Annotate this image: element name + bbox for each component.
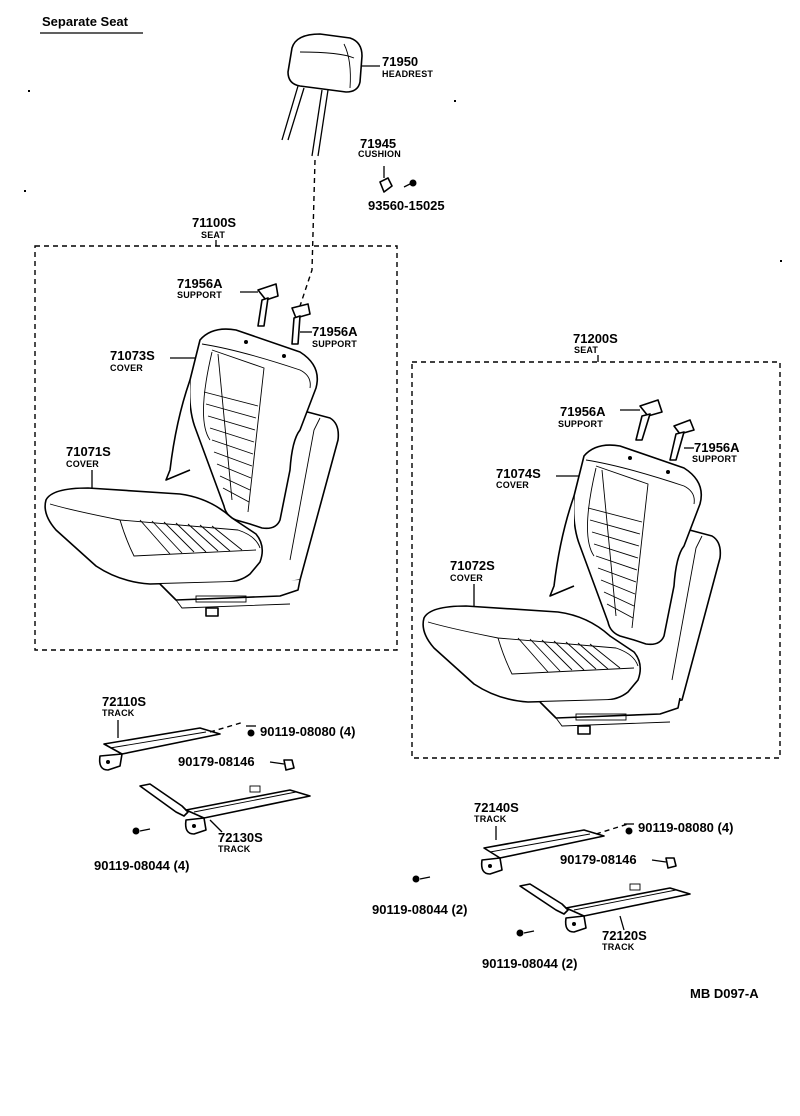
seat-right-group-box (411, 361, 781, 759)
support-right-a-number: 71956A (560, 404, 606, 419)
bolt-right-lower-drawing (516, 929, 535, 937)
dash-bolt-right-upper (595, 823, 629, 835)
cover-right-cushion-number: 71072S (450, 558, 495, 573)
support-left-b-number: 71956A (312, 324, 358, 339)
seat-right-number: 71200S (573, 331, 618, 346)
track-72120-drawing (519, 883, 691, 933)
bolt-right-upper-number: 90119-08080 (4) (638, 820, 733, 835)
cover-right-back-name: COVER (496, 480, 529, 490)
headrest-drawing (281, 33, 363, 157)
seat-right-drawing (422, 444, 722, 735)
track-72110-name: TRACK (102, 708, 135, 718)
screw-93560-number: 93560-15025 (368, 198, 445, 213)
leader-track-72120 (619, 915, 625, 931)
headrest-number: 71950 (382, 54, 418, 69)
diagram-code: MB D097-A (690, 986, 759, 1001)
track-72130-drawing (139, 783, 311, 835)
track-72120-name: TRACK (602, 942, 635, 952)
headrest-name: HEADREST (382, 69, 433, 79)
bolt-left-upper-number: 90119-08080 (4) (260, 724, 355, 739)
scan-specks (24, 90, 782, 262)
track-72120-number: 72120S (602, 928, 647, 943)
track-72110-drawing (98, 727, 221, 771)
seat-left-drawing (44, 328, 340, 617)
dash-bolt-left-upper (209, 721, 245, 733)
cover-right-cushion-name: COVER (450, 573, 483, 583)
cover-left-back-name: COVER (110, 363, 143, 373)
track-72140-number: 72140S (474, 800, 519, 815)
nut-left-drawing (283, 759, 295, 771)
nut-right-drawing (665, 857, 677, 869)
cover-left-back-number: 71073S (110, 348, 155, 363)
cushion-drawing (379, 166, 417, 193)
track-72140-drawing (480, 829, 605, 875)
seat-left-name: SEAT (201, 230, 225, 240)
leader-nut-left (269, 761, 285, 765)
seat-left-number: 71100S (192, 215, 236, 230)
track-72130-number: 72130S (218, 830, 263, 845)
bolt-right-upper-drawing (624, 823, 634, 835)
support-left-a-drawing (257, 283, 279, 327)
bolt-right-lower-number: 90119-08044 (2) (482, 956, 577, 971)
support-left-b-name: SUPPORT (312, 339, 357, 349)
support-right-a-name: SUPPORT (558, 419, 603, 429)
nut-right-number: 90179-08146 (560, 852, 637, 867)
cover-right-back-number: 71074S (496, 466, 541, 481)
seat-left-group-box (34, 245, 398, 651)
cover-left-cushion-number: 71071S (66, 444, 111, 459)
bolt-left-lower-drawing (132, 827, 151, 835)
headrest-dash-line (299, 159, 316, 307)
diagram-title: Separate Seat (42, 14, 129, 29)
leader-nut-right (651, 859, 667, 863)
support-left-b-drawing (291, 303, 311, 345)
support-right-b-name: SUPPORT (692, 454, 737, 464)
support-right-a-drawing (635, 399, 663, 441)
cushion-number: 71945 (360, 136, 396, 151)
track-72110-number: 72110S (102, 694, 146, 709)
nut-left-number: 90179-08146 (178, 754, 255, 769)
leader-track-72130 (209, 819, 223, 833)
support-right-b-number: 71956A (694, 440, 740, 455)
bolt-right-mid-number: 90119-08044 (2) (372, 902, 467, 917)
cushion-name: CUSHION (358, 149, 401, 159)
bolt-left-upper-drawing (246, 725, 256, 737)
bolt-left-lower-number: 90119-08044 (4) (94, 858, 189, 873)
track-72130-name: TRACK (218, 844, 251, 854)
bolt-right-mid-drawing (412, 875, 431, 883)
support-right-b-drawing (669, 419, 695, 461)
support-left-a-number: 71956A (177, 276, 223, 291)
seat-right-name: SEAT (574, 345, 598, 355)
cover-left-cushion-name: COVER (66, 459, 99, 469)
support-left-a-name: SUPPORT (177, 290, 222, 300)
track-72140-name: TRACK (474, 814, 507, 824)
